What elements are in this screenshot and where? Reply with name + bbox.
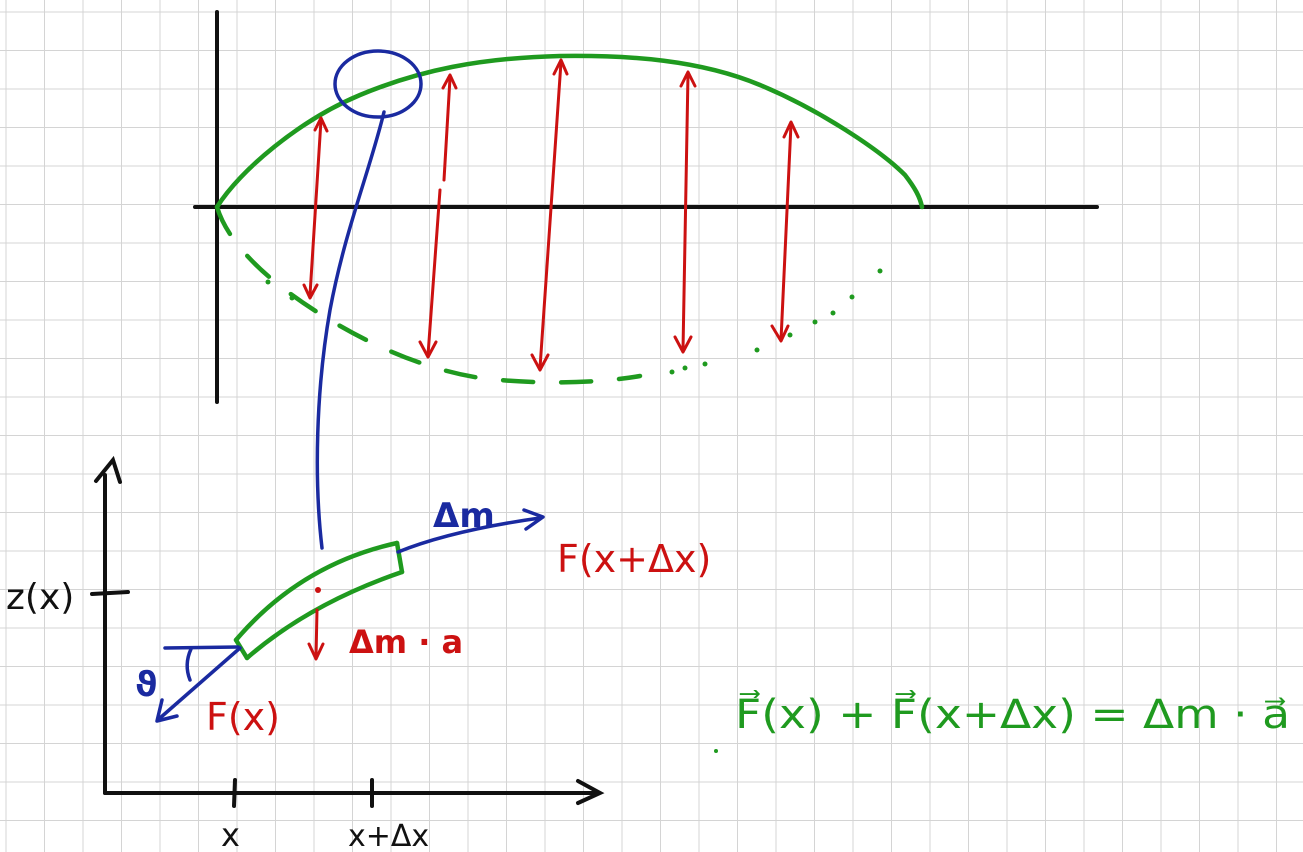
mass-acceleration-dot (315, 587, 321, 593)
theta-label: ϑ (135, 665, 157, 705)
mass-acceleration-arrowhead (307, 642, 325, 661)
string-segment-left-end (233, 637, 250, 661)
string-wave-upper (214, 53, 925, 210)
force-right-label: F(x+Δx) (557, 537, 711, 581)
force-vector-left (158, 646, 242, 720)
bottom-x-axis-arrowhead (576, 779, 605, 805)
equation-label: F⃗(x) + F⃗(x+Δx) = Δm · a⃗ (735, 690, 1290, 738)
oscillation-arrow-4 (673, 70, 697, 354)
x-dx-tick-label: x+Δx (348, 819, 429, 852)
oscillation-arrow-3 (530, 58, 569, 372)
zoom-connector-line (315, 110, 386, 550)
z-axis-label: z(x) (6, 577, 74, 618)
oscillation-arrow-1 (302, 116, 329, 300)
zoom-circle (333, 49, 423, 119)
equation-stray-dot (714, 749, 718, 753)
z-axis-tick (90, 590, 130, 596)
angle-arc (185, 647, 193, 682)
string-segment-bottom-edge (244, 569, 405, 661)
force-left-label: F(x) (206, 695, 280, 739)
mass-acceleration-arrow (314, 608, 319, 659)
force-vector-left-arrowhead (155, 698, 179, 723)
mass-accel-label: Δm · a (349, 623, 463, 661)
string-wave-lower-dots (265, 268, 883, 375)
oscillation-arrow-2 (418, 73, 458, 359)
force-vector-right-arrowhead (522, 508, 545, 531)
oscillation-arrow-5 (770, 120, 800, 343)
string-wave-lower-dashed (214, 204, 643, 385)
string-segment-top-edge (233, 540, 400, 643)
bottom-z-axis-arrowhead (94, 455, 122, 484)
x-tick-label: x (221, 816, 240, 852)
x-axis-tick-x (232, 778, 237, 808)
string-segment-right-end (394, 540, 405, 575)
delta-m-label: Δm (433, 496, 495, 536)
horizontal-reference-line (163, 645, 240, 650)
force-vector-right (396, 516, 542, 554)
